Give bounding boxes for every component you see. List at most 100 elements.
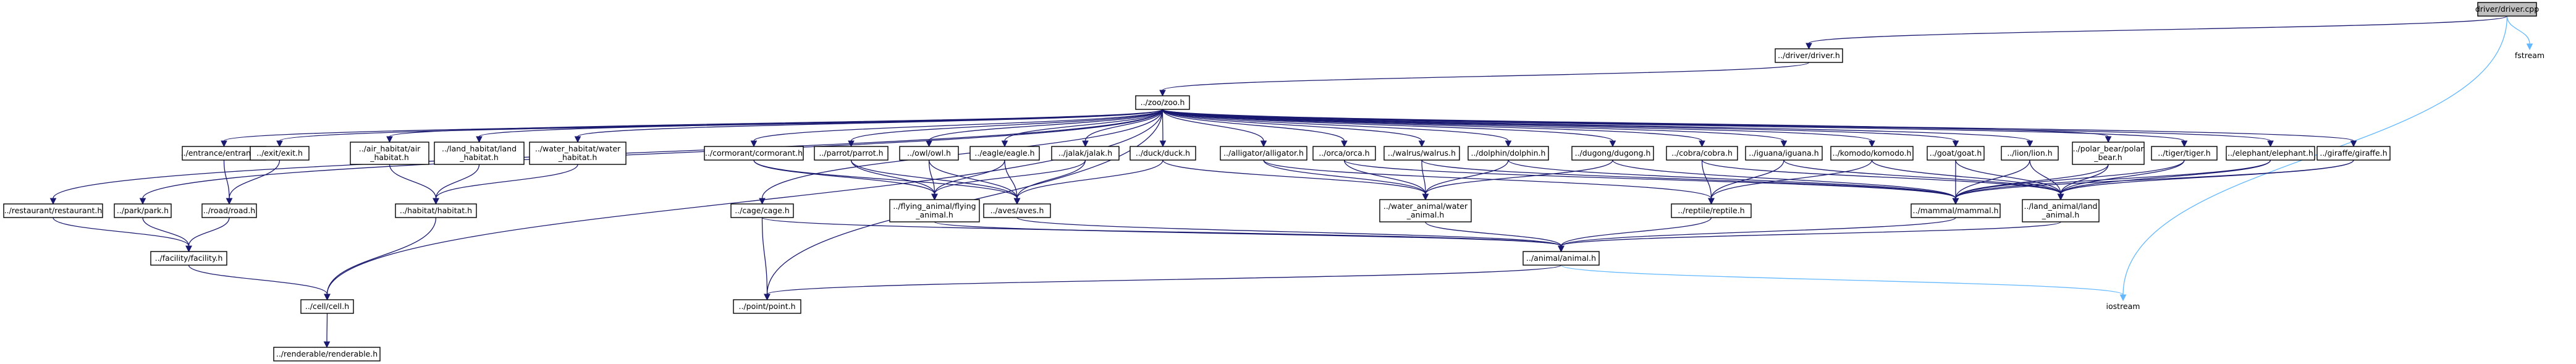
node-driver-h[interactable]: ../driver/driver.h	[1775, 48, 1843, 63]
edge-giraffe_h-to-land_animal_h	[2057, 159, 2354, 201]
node-box	[1135, 95, 1190, 110]
node-box	[704, 146, 804, 161]
node-goat-h[interactable]: ../goat/goat.h	[1927, 146, 1985, 161]
node-box	[969, 146, 1040, 161]
edge-arrowhead	[1869, 140, 1875, 148]
node-label: ../restaurant/restaurant.h	[4, 206, 103, 215]
edge-line	[1955, 159, 2271, 199]
node-cell-h[interactable]: ../cell/cell.h	[300, 299, 354, 314]
edge-park_h-to-facility_h	[142, 217, 192, 253]
node-zoo-h[interactable]: ../zoo/zoo.h	[1135, 95, 1190, 110]
node-flying-animal-h[interactable]: ../flying_animal/flying_animal.h	[889, 199, 980, 222]
node-giraffe-h[interactable]: ../giraffe/giraffe.h	[2316, 146, 2391, 161]
node-iostream: iostream	[2106, 302, 2140, 311]
node-owl-h[interactable]: ../owl/owl.h	[899, 146, 959, 161]
edge-zoo_h-to-park_h	[139, 109, 1163, 205]
node-orca-h[interactable]: ../orca/orca.h	[1312, 146, 1376, 161]
node-lion-h[interactable]: ../lion/lion.h	[2001, 146, 2059, 161]
edge-line	[188, 265, 328, 295]
node-komodo-h[interactable]: ../komodo/komodo.h	[1830, 146, 1914, 161]
node-tiger-h[interactable]: ../tiger/tiger.h	[2151, 146, 2218, 161]
node-mammal-h[interactable]: ../mammal/mammal.h	[1911, 203, 2001, 218]
edge-line	[478, 109, 1163, 137]
node-label: driver/driver.cpp	[2475, 4, 2539, 14]
node-label: ../water_animal/water	[1383, 201, 1468, 211]
node-box	[2226, 146, 2315, 161]
edge-arrowhead	[276, 140, 283, 148]
edge-line	[142, 109, 1163, 199]
node-aves-h[interactable]: ../aves/aves.h	[983, 203, 1051, 218]
edge-arrowhead	[2026, 140, 2033, 148]
node-land-habitat-h[interactable]: ../land_habitat/land_habitat.h	[434, 142, 525, 165]
node-water-animal-h[interactable]: ../water_animal/water_animal.h	[1379, 199, 1472, 222]
node-alligator-h[interactable]: ../alligator/alligator.h	[1220, 146, 1307, 161]
edge-arrowhead	[2267, 140, 2274, 148]
edge-line	[1162, 109, 1264, 142]
node-box	[1571, 146, 1654, 161]
edge-restaurant_h-to-facility_h	[53, 217, 192, 253]
edge-line	[1701, 159, 2061, 195]
edge-line	[1955, 164, 2109, 199]
edge-cell_h-to-renderable_h	[323, 313, 331, 349]
edge-air_habitat_h-to-habitat_h	[389, 164, 439, 205]
node-label: _animal.h	[2042, 210, 2080, 219]
node-dolphin-h[interactable]: ../dolphin/dolphin.h	[1467, 146, 1549, 161]
edge-arrowhead	[1805, 43, 1812, 50]
node-renderable-h[interactable]: ../renderable/renderable.h	[273, 347, 381, 362]
node-label: _habitat.h	[459, 153, 499, 162]
node-habitat-h[interactable]: ../habitat/habitat.h	[395, 203, 477, 218]
edge-cage_h-to-point_h	[761, 217, 771, 301]
edge-line	[53, 217, 190, 247]
node-cage-h[interactable]: ../cage/cage.h	[730, 203, 794, 218]
edge-line	[435, 164, 480, 199]
edge-line	[1425, 221, 1562, 247]
node-parrot-h[interactable]: ../parrot/parrot.h	[814, 146, 889, 161]
node-restaurant-h[interactable]: ../restaurant/restaurant.h	[3, 203, 103, 218]
node-label: ../walrus/walrus.h	[1388, 148, 1456, 158]
node-facility-h[interactable]: ../facility/facility.h	[150, 251, 227, 266]
node-label: _habitat.h	[370, 153, 409, 162]
node-exit-h[interactable]: ../exit/exit.h	[250, 146, 310, 161]
edge-line	[1955, 159, 2354, 199]
edge-arrowhead	[1418, 140, 1425, 148]
node-road-h[interactable]: ../road/road.h	[201, 203, 257, 218]
edge-owl_h-to-aves_h	[928, 159, 1021, 205]
edge-entrance_h-to-road_h	[223, 159, 233, 205]
edge-arrowhead	[1422, 193, 1429, 201]
edge-zoo_h-to-air_habitat_h	[386, 109, 1163, 143]
node-cormorant-h[interactable]: ../cormorant/cormorant.h	[704, 146, 804, 161]
edge-zoo_h-to-cage_h	[759, 109, 1163, 205]
node-box	[529, 142, 627, 165]
node-reptile-h[interactable]: ../reptile/reptile.h	[1671, 203, 1752, 218]
node-park-h[interactable]: ../park/park.h	[114, 203, 172, 218]
edge-arrowhead	[1341, 140, 1348, 148]
node-animal-h[interactable]: ../animal/animal.h	[1522, 251, 1600, 266]
node-point-h[interactable]: ../point/point.h	[733, 299, 801, 314]
edge-line	[1425, 159, 1509, 195]
edge-line	[1343, 159, 1956, 199]
node-jalak-h[interactable]: ../jalak/jalak.h	[1051, 146, 1120, 161]
edge-zoo_h-to-iguana_h	[1162, 109, 1788, 148]
edge-zoo_h-to-walrus_h	[1162, 109, 1425, 148]
edge-jalak_h-to-aves_h	[1013, 159, 1086, 205]
node-duck-h[interactable]: ../duck/duck.h	[1130, 146, 1196, 161]
node-water-habitat-h[interactable]: ../water_habitat/water_habitat.h	[529, 142, 627, 165]
edge-arrowhead	[764, 294, 771, 301]
node-walrus-h[interactable]: ../walrus/walrus.h	[1383, 146, 1460, 161]
node-box	[814, 146, 889, 161]
edge-arrowhead	[1609, 140, 1616, 148]
node-dugong-h[interactable]: ../dugong/dugong.h	[1571, 146, 1654, 161]
node-elephant-h[interactable]: ../elephant/elephant.h	[2226, 146, 2315, 161]
node-cobra-h[interactable]: ../cobra/cobra.h	[1666, 146, 1738, 161]
node-iguana-h[interactable]: ../iguana/iguana.h	[1745, 146, 1823, 161]
node-air-habitat-h[interactable]: ../air_habitat/air_habitat.h	[350, 142, 429, 165]
node-eagle-h[interactable]: ../eagle/eagle.h	[969, 146, 1040, 161]
node-land-animal-h[interactable]: ../land_animal/land_animal.h	[2022, 199, 2100, 222]
node-polar-bear-h[interactable]: ../polar_bear/polar_bear.h	[2072, 142, 2145, 165]
edge-cobra_h-to-reptile_h	[1701, 159, 1715, 205]
node-box	[3, 203, 103, 218]
edge-arrowhead	[1159, 90, 1166, 97]
edge-zoo_h-to-water_habitat_h	[574, 109, 1163, 143]
node-label: ../entrance/entrance.h	[181, 148, 268, 158]
